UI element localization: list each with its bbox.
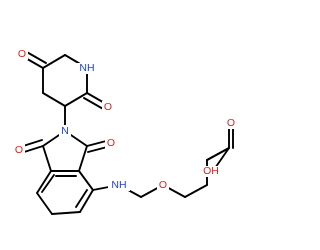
atom-mask bbox=[16, 48, 28, 60]
atom-label-isoindoline-n: N bbox=[61, 125, 69, 137]
bond bbox=[36, 192, 53, 215]
atom-label-phthalimide-o-left: O bbox=[15, 144, 23, 156]
atom-label-layer: NH O O N O O NH O O OH bbox=[13, 48, 237, 191]
atom-label-amine-nh: NH bbox=[111, 179, 126, 191]
bond bbox=[184, 184, 208, 198]
bond bbox=[36, 170, 52, 194]
atom-label-glutarimide-o-right: O bbox=[104, 101, 112, 113]
bond bbox=[75, 189, 88, 208]
atom-label-ether-o: O bbox=[159, 179, 167, 191]
bond bbox=[42, 54, 66, 69]
bond bbox=[64, 92, 88, 107]
atom-label-acid-oh: OH bbox=[203, 165, 219, 177]
atom-mask bbox=[102, 101, 114, 113]
atom-label-phthalimide-o-right: O bbox=[107, 137, 115, 149]
bond bbox=[206, 147, 230, 161]
atom-mask bbox=[200, 166, 222, 177]
molecule-structure: NH O O N O O NH O O OH bbox=[13, 48, 237, 215]
bond bbox=[24, 50, 47, 64]
bond bbox=[51, 211, 81, 215]
atom-label-imide-nh: NH bbox=[79, 62, 94, 74]
bond bbox=[78, 170, 94, 191]
atom-label-acid-o-carbonyl: O bbox=[227, 117, 235, 129]
bond bbox=[42, 92, 66, 107]
atom-mask bbox=[76, 63, 98, 74]
bond bbox=[42, 145, 52, 172]
atom-mask bbox=[13, 144, 25, 156]
bond bbox=[83, 97, 106, 111]
atom-mask bbox=[108, 180, 130, 191]
atom-label-glutarimide-o-top: O bbox=[18, 48, 26, 60]
bond bbox=[41, 174, 55, 193]
atom-mask bbox=[157, 179, 169, 191]
bond bbox=[78, 145, 88, 172]
atom-mask bbox=[225, 117, 237, 129]
atom-mask bbox=[105, 137, 117, 149]
atom-mask bbox=[59, 125, 71, 137]
bond bbox=[79, 189, 94, 213]
